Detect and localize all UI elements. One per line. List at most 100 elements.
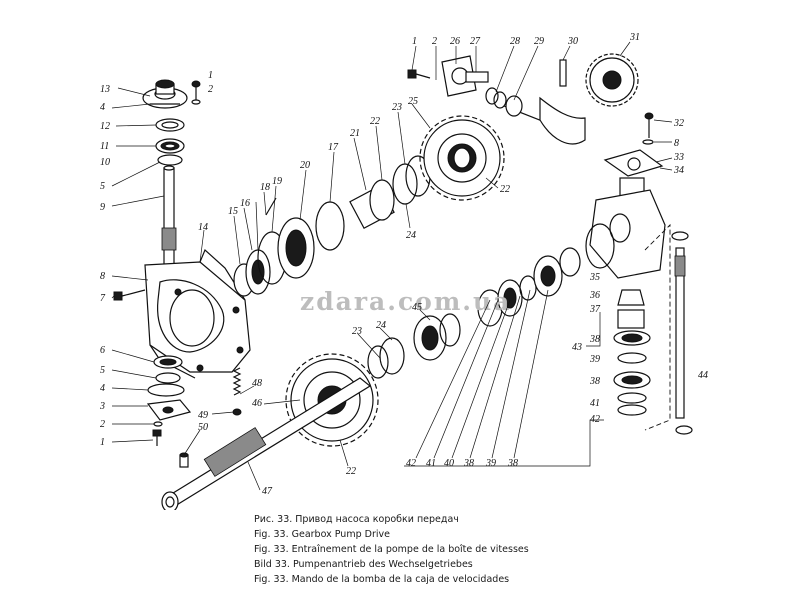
callout-8b: 8 <box>100 271 105 282</box>
callout-39a: 39 <box>589 354 600 365</box>
callout-1b: 1 <box>412 36 417 47</box>
bearing-11 <box>155 138 185 154</box>
callout-18: 18 <box>260 182 270 193</box>
callout-15: 15 <box>228 206 238 217</box>
callout-2c: 2 <box>100 419 105 430</box>
spring-48-49 <box>232 367 242 416</box>
right-washer-8 <box>642 139 654 145</box>
callout-46: 46 <box>252 398 262 409</box>
callout-22b: 22 <box>500 184 510 195</box>
vertical-shaft <box>161 165 177 269</box>
callout-25: 25 <box>408 96 418 107</box>
gearbox-housing <box>144 248 251 379</box>
seal-rings-28 <box>485 87 507 109</box>
top-flange-26-27 <box>441 55 489 97</box>
lower-washer-2 <box>153 421 163 427</box>
callout-24b: 24 <box>376 320 386 331</box>
right-flange-33-34 <box>603 149 664 177</box>
dashed-assembly-line-right <box>644 223 671 431</box>
callout-9: 9 <box>100 202 105 213</box>
callout-11: 11 <box>100 141 109 152</box>
callout-24a: 24 <box>406 230 416 241</box>
callout-32: 32 <box>673 118 684 129</box>
right-long-shaft-44 <box>671 231 693 435</box>
callout-38d: 38 <box>507 458 518 469</box>
callout-41b: 41 <box>426 458 436 469</box>
callout-31: 31 <box>629 32 640 43</box>
caption-fr: Fig. 33. Entraînement de la pompe de la … <box>254 544 529 555</box>
callout-41a: 41 <box>590 398 600 409</box>
callout-labels: 1 2 26 27 28 29 30 31 13 1 2 4 12 11 10 … <box>99 32 708 497</box>
lower-bearing-train <box>367 247 581 379</box>
ring-5 <box>157 154 183 166</box>
watermark-text: zdara.com.ua <box>300 287 511 316</box>
callout-5b: 5 <box>100 365 105 376</box>
callout-34: 34 <box>673 165 684 176</box>
gasket-12 <box>155 118 185 132</box>
callout-38a: 38 <box>589 334 600 345</box>
callout-23b: 23 <box>352 326 362 337</box>
callout-1c: 1 <box>100 437 105 448</box>
callout-19: 19 <box>272 176 282 187</box>
caption-de: Bild 33. Pumpenantrieb des Wechselgetrie… <box>254 559 473 570</box>
plunger-50 <box>179 452 189 468</box>
figure-captions: Рис. 33. Привод насоса коробки передач F… <box>254 512 774 587</box>
large-gear-upper <box>419 115 505 201</box>
callout-44: 44 <box>698 370 708 381</box>
callout-17a: 17 <box>328 142 339 153</box>
side-bolt-7 <box>113 289 146 301</box>
callout-22c: 22 <box>346 466 356 477</box>
lower-bearing-6 <box>153 355 183 369</box>
callout-37: 37 <box>589 304 601 315</box>
exploded-assembly-drawing: zdara.com.ua <box>99 32 708 510</box>
callout-20: 20 <box>300 160 310 171</box>
lower-ring-5 <box>155 372 181 384</box>
callout-43: 43 <box>572 342 582 353</box>
callout-48: 48 <box>252 378 262 389</box>
callout-38c: 38 <box>463 458 474 469</box>
callout-27: 27 <box>470 36 481 47</box>
callout-26: 26 <box>450 36 460 47</box>
caption-en: Fig. 33. Gearbox Pump Drive <box>254 529 390 540</box>
callout-16: 16 <box>240 198 250 209</box>
callout-6: 6 <box>100 345 105 356</box>
top-bolt-1 <box>407 69 431 79</box>
top-cover-cap <box>142 79 188 109</box>
lower-main-shaft-47 <box>161 377 372 510</box>
callout-30: 30 <box>567 36 578 47</box>
bracket-43 <box>586 312 601 347</box>
callout-14: 14 <box>198 222 208 233</box>
callout-3: 3 <box>99 401 105 412</box>
callout-5a: 5 <box>100 181 105 192</box>
callout-1a: 1 <box>208 70 213 81</box>
callout-38b: 38 <box>589 376 600 387</box>
callout-33: 33 <box>673 152 684 163</box>
callout-42b: 42 <box>406 458 416 469</box>
gear-31 <box>585 53 639 107</box>
callout-10: 10 <box>100 157 110 168</box>
callout-45: 45 <box>412 302 422 313</box>
callout-29: 29 <box>534 36 544 47</box>
callout-8a: 8 <box>674 138 679 149</box>
caption-ru: Рис. 33. Привод насоса коробки передач <box>254 514 459 525</box>
callout-21: 21 <box>350 128 360 139</box>
right-bolt-32 <box>644 112 654 138</box>
lower-gasket-4 <box>147 383 185 397</box>
callout-7: 7 <box>100 293 106 304</box>
shift-fork-30 <box>539 59 586 145</box>
callout-49: 49 <box>198 410 208 421</box>
callout-4a: 4 <box>100 102 105 113</box>
callout-39b: 39 <box>485 458 496 469</box>
right-bearing-stack <box>613 289 651 416</box>
lower-cover-3 <box>146 399 192 421</box>
callout-47: 47 <box>262 486 273 497</box>
callout-42a: 42 <box>590 414 600 425</box>
callout-36: 36 <box>589 290 600 301</box>
callout-40: 40 <box>444 458 454 469</box>
callout-23a: 23 <box>392 102 402 113</box>
right-housing <box>585 177 666 279</box>
callout-2a: 2 <box>208 84 213 95</box>
callout-28: 28 <box>510 36 520 47</box>
callout-35: 35 <box>589 272 600 283</box>
lower-bolt-1 <box>152 429 162 446</box>
